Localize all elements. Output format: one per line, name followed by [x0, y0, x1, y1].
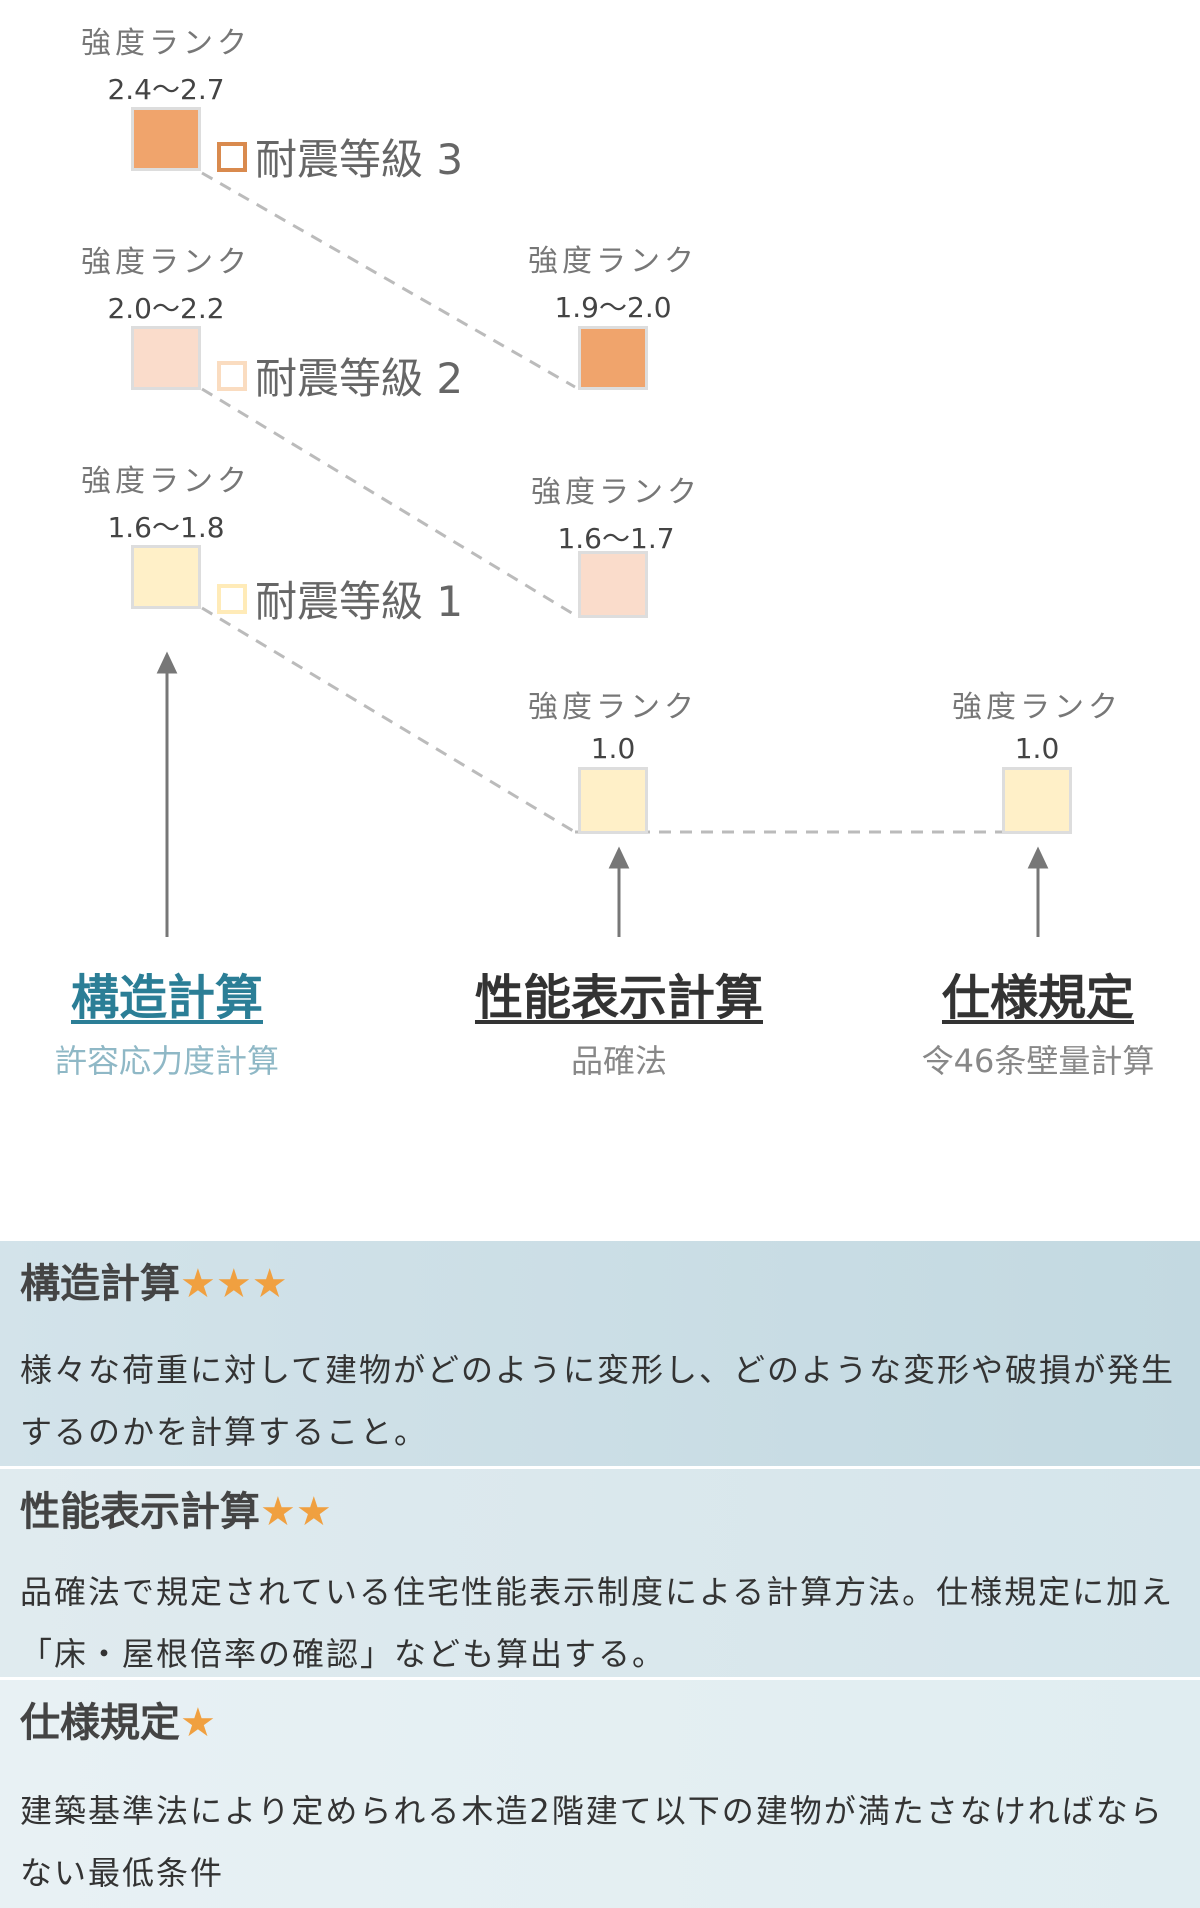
star-rating-icon: ★★★ [180, 1261, 288, 1307]
checkbox-icon [217, 583, 247, 614]
star-rating-icon: ★★ [260, 1489, 332, 1535]
description-structural: 構造計算★★★ 様々な荷重に対して建物がどのように変形し、どのような変形や破損が… [0, 1241, 1200, 1466]
grade-label: 耐震等級 3 [255, 135, 464, 184]
rank-square-grade3 [131, 107, 201, 171]
rank-value: 1.9〜2.0 [554, 291, 672, 324]
rank-value: 1.0 [590, 732, 636, 765]
rank-square-grade2 [131, 326, 201, 390]
method-subtitle: 品確法 [570, 1042, 667, 1080]
arrowhead-structural [156, 651, 178, 674]
method-specification: 仕様規定 令46条壁量計算 [858, 958, 1200, 1082]
method-title: 性能表示計算 [474, 970, 763, 1026]
rank-label-perf-high: 強度ランク 1.9〜2.0 [493, 236, 733, 326]
rank-title: 強度ランク [952, 690, 1122, 725]
rank-square-perf-low [578, 767, 648, 834]
description-title: 構造計算★★★ [20, 1261, 288, 1307]
arrowhead-specification [1027, 846, 1049, 869]
rank-value: 2.0〜2.2 [107, 292, 225, 325]
description-text: 建築基準法により定められる木造2階建て以下の建物が満たさなければならない最低条件 [20, 1792, 1164, 1892]
arrowhead-performance [608, 846, 630, 869]
dashed-line-grade2 [201, 387, 576, 617]
rank-square-perf-high [578, 326, 648, 390]
rank-square-grade1 [131, 545, 201, 609]
rank-value: 1.6〜1.8 [107, 511, 225, 544]
description-text: 様々な荷重に対して建物がどのように変形し、どのような変形や破損が発生するのかを計… [20, 1351, 1176, 1451]
description-specification: 仕様規定★ 建築基準法により定められる木造2階建て以下の建物が満たさなければなら… [0, 1680, 1200, 1908]
rank-value: 1.0 [1014, 732, 1060, 765]
method-performance: 性能表示計算 品確法 [439, 958, 799, 1082]
method-structural: 構造計算 許容応力度計算 [0, 958, 347, 1082]
rank-title: 強度ランク [528, 690, 698, 725]
dashed-line-grade1 [201, 606, 576, 834]
method-title: 仕様規定 [941, 970, 1134, 1026]
rank-title: 強度ランク [528, 244, 698, 279]
grade-label: 耐震等級 2 [255, 354, 464, 403]
rank-label-grade2: 強度ランク 2.0〜2.2 [46, 237, 286, 327]
rank-label-perf-mid: 強度ランク 1.6〜1.7 [496, 467, 736, 557]
rank-square-perf-mid [578, 551, 648, 618]
method-subtitle: 令46条壁量計算 [921, 1042, 1155, 1080]
rank-title: 強度ランク [531, 475, 701, 510]
rank-title: 強度ランク [81, 245, 251, 280]
rank-label-spec: 強度ランク 1.0 [917, 682, 1157, 765]
rank-title: 強度ランク [81, 464, 251, 499]
grade-label: 耐震等級 1 [255, 577, 464, 626]
seismic-grade-1: 耐震等級 1 [217, 568, 463, 629]
description-performance: 性能表示計算★★ 品確法で規定されている住宅性能表示制度による計算方法。仕様規定… [0, 1469, 1200, 1677]
description-title: 仕様規定★ [20, 1700, 216, 1746]
checkbox-icon [217, 360, 247, 391]
dashed-line-grade3 [201, 171, 576, 389]
star-rating-icon: ★ [180, 1700, 216, 1746]
description-text: 品確法で規定されている住宅性能表示制度による計算方法。仕様規定に加え「床・屋根倍… [20, 1573, 1175, 1673]
seismic-grade-2: 耐震等級 2 [217, 345, 463, 406]
connector-lines [156, 171, 1072, 937]
rank-label-perf-low: 強度ランク 1.0 [493, 682, 733, 765]
rank-label-grade1: 強度ランク 1.6〜1.8 [46, 456, 286, 546]
seismic-grade-3: 耐震等級 3 [217, 126, 463, 187]
checkbox-icon [217, 141, 247, 172]
description-title: 性能表示計算★★ [20, 1489, 332, 1535]
rank-value: 2.4〜2.7 [107, 73, 225, 106]
rank-square-spec [1002, 767, 1072, 834]
method-title: 構造計算 [70, 970, 263, 1026]
rank-label-grade3: 強度ランク 2.4〜2.7 [46, 18, 286, 108]
method-subtitle: 許容応力度計算 [54, 1042, 279, 1080]
rank-value: 1.6〜1.7 [557, 522, 675, 555]
rank-title: 強度ランク [81, 26, 251, 61]
